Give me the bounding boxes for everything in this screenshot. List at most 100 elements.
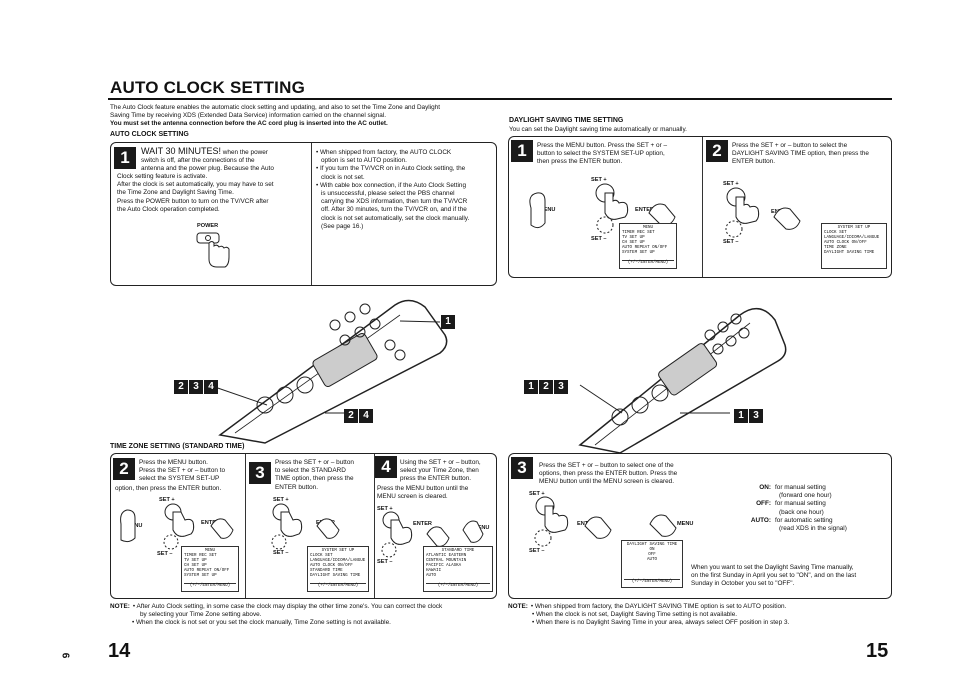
text-line: is unsuccessful, please select the PBS c… bbox=[321, 190, 455, 198]
screen-footer: (+/–/ENTER/MENU) bbox=[310, 583, 366, 589]
option-desc: for automatic setting bbox=[775, 516, 833, 524]
auto-clock-box: 1 WAIT 30 MINUTES! when the power switch… bbox=[110, 142, 497, 286]
screen-line: AUTO REPEAT ON/OFF bbox=[622, 246, 668, 250]
enter-label: ENTER bbox=[635, 207, 654, 213]
text-line: Press the SET + or – button to select th… bbox=[732, 142, 848, 149]
auto-clock-heading: AUTO CLOCK SETTING bbox=[110, 131, 189, 138]
step-number-badge: 2 bbox=[706, 140, 728, 162]
hand-press-buttons-icon bbox=[529, 183, 676, 234]
divider bbox=[374, 454, 375, 598]
time-zone-heading: TIME ZONE SETTING (STANDARD TIME) bbox=[110, 443, 245, 450]
screen-footer: (+/–/ENTER/MENU) bbox=[426, 583, 490, 589]
note-right: NOTE:• When shipped from factory, the DA… bbox=[508, 603, 892, 628]
option-key: AUTO: bbox=[750, 516, 771, 524]
text-line: the Auto Clock operation completed. bbox=[117, 205, 220, 213]
text-line: button to select the SYSTEM SET-UP optio… bbox=[537, 150, 665, 158]
hand-press-buttons-icon bbox=[725, 187, 801, 238]
screen-line: CH SET UP bbox=[622, 241, 645, 245]
screen-line: CLOCK SET bbox=[824, 231, 847, 235]
screen-line: SYSTEM SET UP bbox=[184, 574, 217, 578]
screen-line: DAYLIGHT SAVING TIME bbox=[310, 574, 361, 578]
screen-line: CH SET UP bbox=[184, 564, 207, 568]
page-number-left: 14 bbox=[108, 640, 131, 662]
text-line: when the power bbox=[222, 149, 268, 156]
text-line: TIME option, then press the bbox=[275, 475, 354, 483]
tz-step4-text-2: Press the MENU button until the MENU scr… bbox=[377, 485, 495, 501]
dst-step3-box: 3 Press the SET + or – button to select … bbox=[508, 453, 892, 599]
text-line: the Time Zone and Daylight Saving Time. bbox=[117, 189, 234, 197]
enter-label: ENTER bbox=[201, 520, 220, 526]
text-line: • If you turn the TV/VCR on in Auto Cloc… bbox=[316, 165, 466, 173]
set-plus-label: SET + bbox=[723, 181, 739, 187]
margin-mark: 6 bbox=[59, 652, 71, 659]
screen-line: PACIFIC ALASKA bbox=[426, 564, 462, 568]
text-line: • When the clock is not set or you set t… bbox=[132, 619, 391, 627]
set-minus-label: SET – bbox=[529, 548, 545, 554]
screen-line: CLOCK SET bbox=[310, 554, 333, 558]
set-minus-label: SET – bbox=[591, 236, 607, 242]
callout-badge: 4 bbox=[204, 380, 218, 394]
dst-manual-note: When you want to set the Daylight Saving… bbox=[691, 564, 891, 589]
text-line: When you want to set the Daylight Saving… bbox=[691, 564, 854, 571]
text-line: on the first Sunday in April you set to … bbox=[691, 572, 857, 580]
hand-press-buttons-icon bbox=[534, 496, 677, 547]
text-line: off. After 30 minutes, turn the TV/VCR o… bbox=[321, 206, 467, 214]
screen-line: AUTO bbox=[426, 574, 437, 578]
screen-footer: (+/–/ENTER/MENU) bbox=[622, 260, 674, 266]
text-line: Press the MENU button. Press the SET + o… bbox=[537, 142, 668, 149]
text-line: • When there is no Daylight Saving Time … bbox=[532, 619, 790, 627]
enter-label: ENTER bbox=[413, 521, 432, 527]
text-line: • After Auto Clock setting, in some case… bbox=[132, 603, 443, 610]
text-line: options, then press the ENTER button. Pr… bbox=[539, 470, 678, 478]
step-number-badge: 4 bbox=[375, 456, 397, 478]
divider bbox=[702, 137, 703, 277]
text-line: Press the MENU button. bbox=[139, 459, 208, 466]
step-number-badge: 1 bbox=[114, 147, 136, 169]
text-line: Press the POWER button to turn on the TV… bbox=[117, 197, 269, 205]
time-zone-box: 2 Press the MENU button. Press the SET +… bbox=[110, 453, 497, 599]
set-minus-label: SET – bbox=[723, 239, 739, 245]
hand-press-buttons-icon bbox=[120, 503, 234, 550]
option-on: ON:for manual setting bbox=[745, 484, 890, 492]
note-label: NOTE: bbox=[110, 603, 130, 610]
text-line: clock is not set automatically, set the … bbox=[321, 214, 470, 222]
text-line: Press the SET + or – button to bbox=[139, 467, 226, 475]
intro-line-1: The Auto Clock feature enables the autom… bbox=[110, 104, 441, 111]
remote-control-illustration-right bbox=[578, 307, 787, 454]
set-minus-label: SET – bbox=[377, 559, 393, 565]
dst-heading: DAYLIGHT SAVING TIME SETTING bbox=[509, 117, 624, 124]
callout-badge: 1 bbox=[734, 409, 748, 423]
dst-step1-text: Press the MENU button. Press the SET + o… bbox=[537, 142, 702, 167]
option-auto: AUTO: for automatic setting bbox=[745, 517, 890, 525]
screen-line: ATLANTIC EASTERN bbox=[426, 554, 467, 558]
callout-badge: 2 bbox=[174, 380, 188, 394]
menu-label: MENU bbox=[473, 525, 490, 531]
callout-badge: 3 bbox=[554, 380, 568, 394]
set-plus-label: SET + bbox=[159, 497, 175, 503]
auto-clock-notes: • When shipped from factory, the AUTO CL… bbox=[316, 149, 496, 231]
set-minus-label: SET – bbox=[273, 550, 289, 556]
screen-line: DAYLIGHT SAVING TIME bbox=[824, 251, 875, 255]
tz-step2-text: Press the MENU button. Press the SET + o… bbox=[139, 459, 239, 484]
page-title: AUTO CLOCK SETTING bbox=[110, 78, 306, 97]
menu-label: MENU bbox=[539, 207, 556, 213]
text-line: MENU button until the MENU screen is cle… bbox=[539, 478, 674, 486]
text-line: by selecting your Time Zone setting abov… bbox=[140, 611, 262, 619]
page-number-right: 15 bbox=[866, 640, 889, 662]
text-line: ENTER button. bbox=[275, 483, 318, 491]
text-line: antenna and the power plug. Because the … bbox=[141, 165, 274, 173]
option-desc: for manual setting bbox=[775, 500, 826, 508]
text-line: Clock setting feature is activate. bbox=[117, 173, 208, 180]
screen-line: MENU bbox=[642, 226, 654, 230]
text-line: carrying the XDS information, then turn … bbox=[321, 198, 468, 206]
screen-line: TIMER REC SET bbox=[622, 231, 655, 235]
option-key: OFF: bbox=[756, 500, 771, 508]
power-label: POWER bbox=[197, 223, 219, 229]
dst-step3-text: Press the SET + or – button to select on… bbox=[539, 462, 739, 487]
text-line: select the SYSTEM SET-UP bbox=[139, 475, 220, 483]
callout-badge: 1 bbox=[524, 380, 538, 394]
text-line: • With cable box connection, if the Auto… bbox=[316, 181, 467, 189]
text-line: • When shipped from factory, the AUTO CL… bbox=[316, 149, 452, 156]
screen-line: SYSTEM SET UP bbox=[837, 226, 871, 230]
screen-line: AUTO bbox=[646, 558, 658, 562]
